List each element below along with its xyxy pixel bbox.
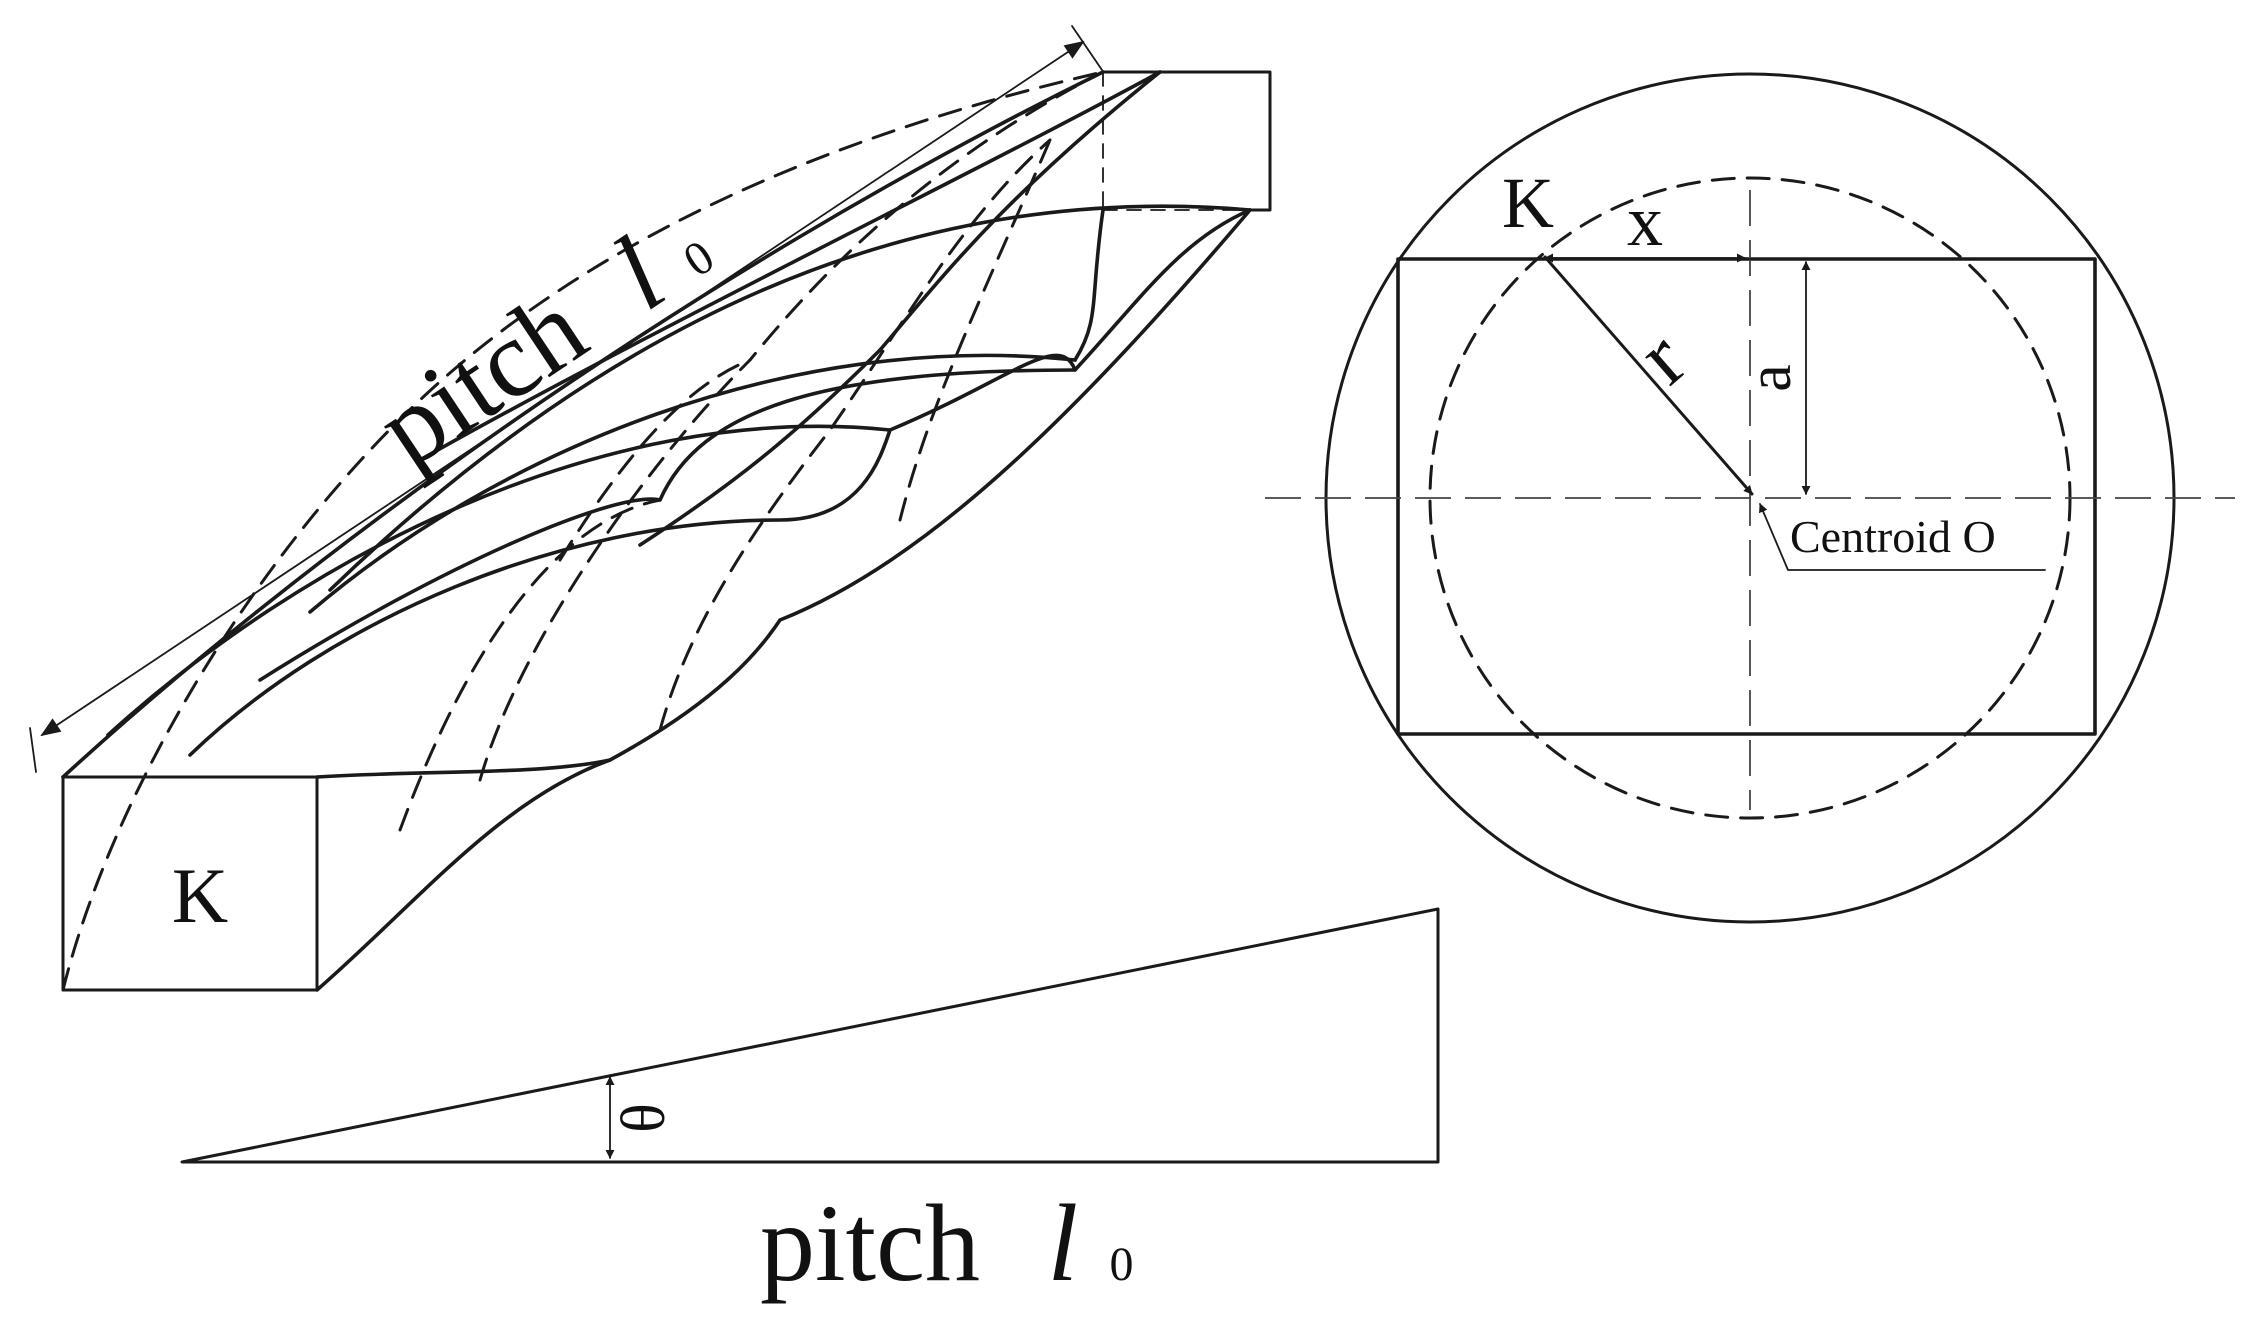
theta-label: θ <box>610 1103 678 1133</box>
rectangular-section <box>1396 257 2097 736</box>
x-label: x <box>1627 181 1663 261</box>
triangle-pitch-word: pitch <box>760 1182 980 1304</box>
pitch-subscript: 0 <box>674 230 723 287</box>
helix-edges <box>61 70 1252 992</box>
corner-label-k: K <box>1502 163 1554 243</box>
triangle-shape <box>180 907 1440 1164</box>
centroid-label: Centroid O <box>1790 511 1996 562</box>
centroid-leader-line <box>1759 503 2046 571</box>
triangle-pitch-symbol: l <box>1047 1182 1078 1304</box>
pitch-word: pitch <box>356 266 607 490</box>
hidden-helices <box>61 70 1105 992</box>
r-radius-line <box>1543 255 1754 496</box>
section-block-near <box>61 775 319 992</box>
cross-section: K x r a Centroid O <box>1265 72 2235 924</box>
section-label-k: K <box>172 852 228 939</box>
triangle-pitch-label: pitch l 0 <box>760 1182 1134 1304</box>
a-label: a <box>1736 364 1804 392</box>
twisted-bar: K pitch l 0 <box>29 25 1272 992</box>
section-block-far <box>1101 70 1272 212</box>
triangle-pitch-subscript: 0 <box>1110 1238 1134 1291</box>
pitch-triangle: θ pitch l 0 <box>180 907 1440 1304</box>
pitch-symbol: l <box>591 214 684 332</box>
